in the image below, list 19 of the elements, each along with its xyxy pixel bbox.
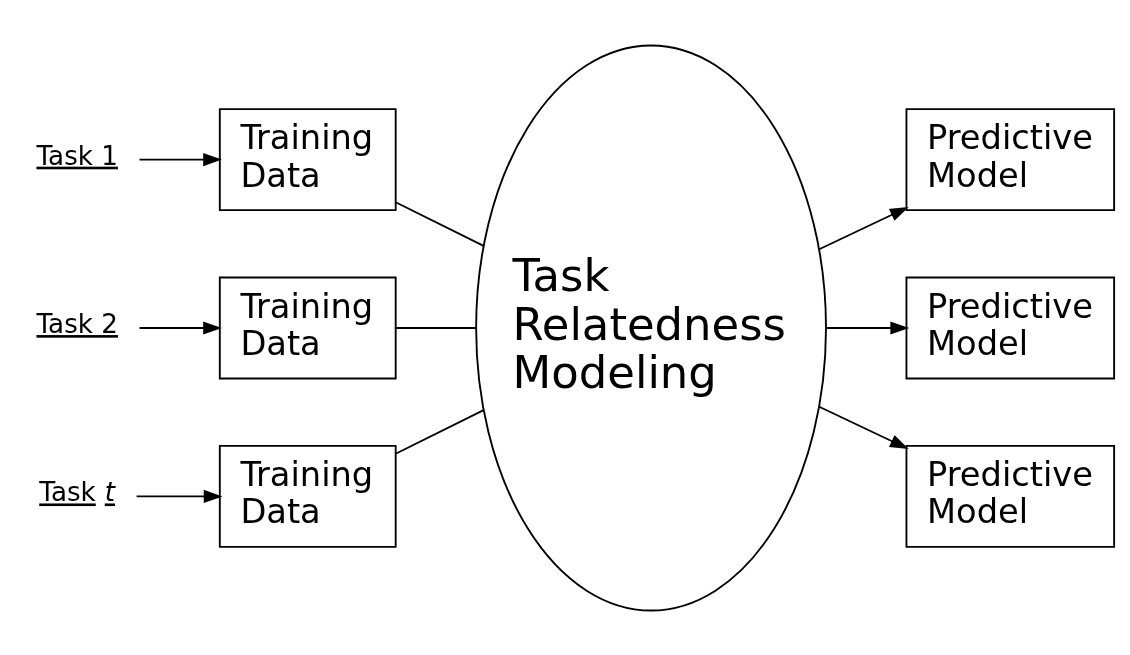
connector (395, 408, 485, 454)
node-box: Training Data (218, 276, 397, 379)
node-box: Predictive Model (905, 444, 1116, 548)
connector (395, 201, 485, 247)
arrow (818, 206, 909, 250)
arrow (138, 152, 222, 166)
node-box: Predictive Model (905, 276, 1116, 379)
arrow (818, 405, 909, 449)
arrow (825, 320, 910, 335)
node-ellipse: Task Relatedness Modeling (475, 44, 827, 611)
node-box: Training Data (218, 107, 397, 211)
connector (395, 326, 477, 329)
node-text: Task 2 (36, 308, 118, 339)
node-box: Training Data (218, 444, 397, 548)
node-text: Task 1 (36, 140, 118, 171)
node-text: Task t (39, 476, 116, 507)
arrow (138, 320, 222, 335)
node-box: Predictive Model (905, 107, 1116, 211)
arrow (135, 489, 223, 503)
